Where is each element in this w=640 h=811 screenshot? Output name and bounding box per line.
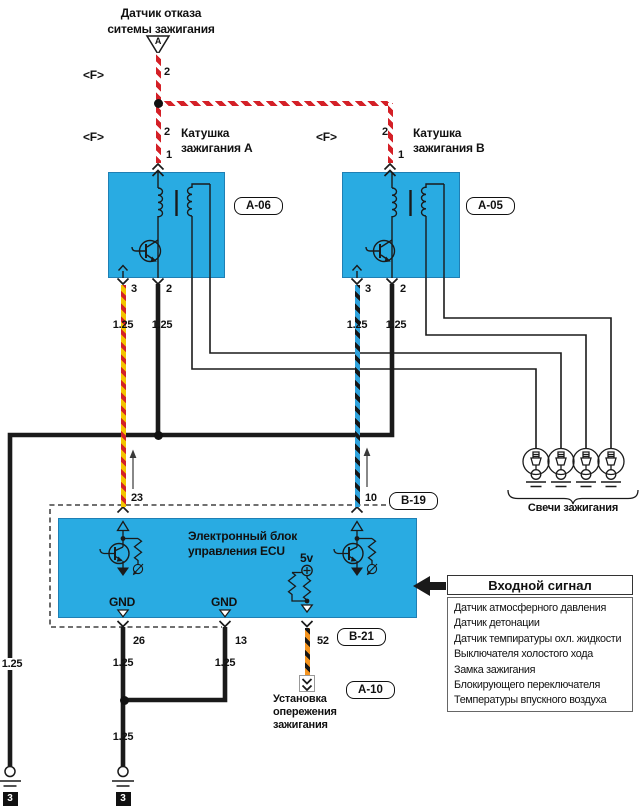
f-marker: <F> (316, 130, 337, 144)
wire-gauge: 1.25 (112, 731, 134, 743)
ecu-title-line2: управления ECU (188, 544, 285, 558)
coil-a-title-line1: Катушка (181, 126, 230, 140)
ground-code-box: 3 (2, 792, 18, 806)
spark-plug-icons (507, 447, 639, 505)
coil-b-pin3: 3 (365, 283, 371, 295)
chassis-ground-icons (0, 765, 134, 787)
failure-sensor-triangle-icon (145, 35, 171, 56)
brace (507, 489, 639, 505)
wire-gauge: 1.25 (112, 657, 134, 669)
wire-gauge: 1.25 (214, 657, 236, 669)
wire-ignition-feed-vertical-a (155, 53, 161, 163)
signal-direction-arrows (129, 447, 371, 489)
connector-pins (116, 162, 399, 628)
input-signal-item: Датчик детонации (454, 617, 540, 630)
input-signal-item: Датчик темпиратуры охл. жидкости (454, 632, 622, 645)
wire-ignition-feed-vertical-b (387, 103, 393, 163)
ecu-gnd-label: GND (109, 595, 136, 609)
timing-label-line1: Установка (273, 693, 327, 705)
f-marker: <F> (83, 68, 104, 82)
coil-b-title-line1: Катушка (413, 126, 462, 140)
failure-sensor-code: А (154, 36, 162, 46)
wire-ignition-feed-horizontal (155, 100, 393, 106)
wire-coil-a-to-ecu (120, 285, 126, 507)
ecu-5v-divider-schematic (287, 564, 314, 614)
gnd-triangle-icons (116, 609, 232, 618)
wire-gauge: 1.25 (385, 319, 407, 331)
wire-ecu-to-timing (304, 628, 310, 675)
coil-a-pin3: 3 (131, 283, 137, 295)
input-signal-arrow-icon (413, 576, 446, 596)
coil-b-connector-id: A-05 (466, 197, 515, 215)
coil-b-box (342, 172, 460, 278)
ecu-transistor-schematic (99, 520, 144, 576)
ecu-pin-26: 26 (133, 635, 145, 647)
ecu-dashed-border (49, 504, 437, 628)
input-signal-item: Замка зажигания (454, 663, 536, 676)
ground-wiring (7, 284, 395, 766)
coil-internal-schematic (117, 172, 211, 278)
coil-a-pin1: 1 (166, 149, 172, 161)
ecu-pin-13: 13 (235, 635, 247, 647)
input-signal-item: Температуры впускного воздуха (454, 694, 607, 707)
input-signal-list: Датчик атмосферного давления Датчик дето… (447, 597, 633, 712)
wire-gauge: 1.25 (346, 319, 368, 331)
wire-number: 2 (382, 126, 388, 138)
ecu-connector-b19-id: B-19 (389, 492, 438, 510)
ecu-5v-label: 5v (300, 551, 313, 565)
ecu-pin-10: 10 (365, 492, 377, 504)
timing-adjust-terminal-icon (299, 675, 315, 692)
junction-dot (119, 695, 129, 705)
high-voltage-wires (191, 278, 612, 449)
junction-dot (153, 98, 163, 108)
failure-sensor-title-line2: ситемы зажигания (107, 22, 215, 36)
ground-code-box: 3 (115, 792, 131, 806)
ecu-connector-b21-id: B-21 (337, 628, 386, 646)
input-signal-item: Датчик атмосферного давления (454, 602, 607, 614)
timing-label-line2: опережения (273, 706, 337, 718)
coil-a-title-line2: зажигания А (181, 141, 253, 155)
coil-a-box (108, 172, 225, 278)
wire-gauge: 1.25 (112, 319, 134, 331)
wire-number: 2 (164, 126, 170, 138)
timing-label-line3: зажигания (273, 719, 328, 731)
timing-connector-id: A-10 (346, 681, 395, 699)
wire-gauge: 1.25 (151, 319, 173, 331)
coil-b-pin2: 2 (400, 283, 406, 295)
coil-b-title-line2: зажигания В (413, 141, 485, 155)
coil-a-connector-id: A-06 (234, 197, 283, 215)
failure-sensor-title-line1: Датчик отказа (120, 6, 202, 20)
wire-coil-b-to-ecu (354, 285, 360, 507)
coil-a-pin2: 2 (166, 283, 172, 295)
coil-b-pin1: 1 (398, 149, 404, 161)
ecu-pin-23: 23 (131, 492, 143, 504)
input-signal-item: Выключателя холостого хода (454, 648, 593, 661)
wire-number: 2 (164, 66, 170, 78)
spark-plugs-label: Свечи зажигания (527, 502, 619, 514)
ecu-title-line1: Электронный блок (188, 529, 298, 543)
junction-dot (153, 430, 163, 440)
wire-gauge: 1.25 (0, 658, 24, 670)
input-signal-item: Блокирующего переключателя (454, 679, 601, 692)
ecu-pin-52: 52 (317, 635, 329, 647)
f-marker: <F> (83, 130, 104, 144)
input-signal-title: Входной сигнал (447, 575, 633, 595)
ecu-gnd-label: GND (211, 595, 238, 609)
